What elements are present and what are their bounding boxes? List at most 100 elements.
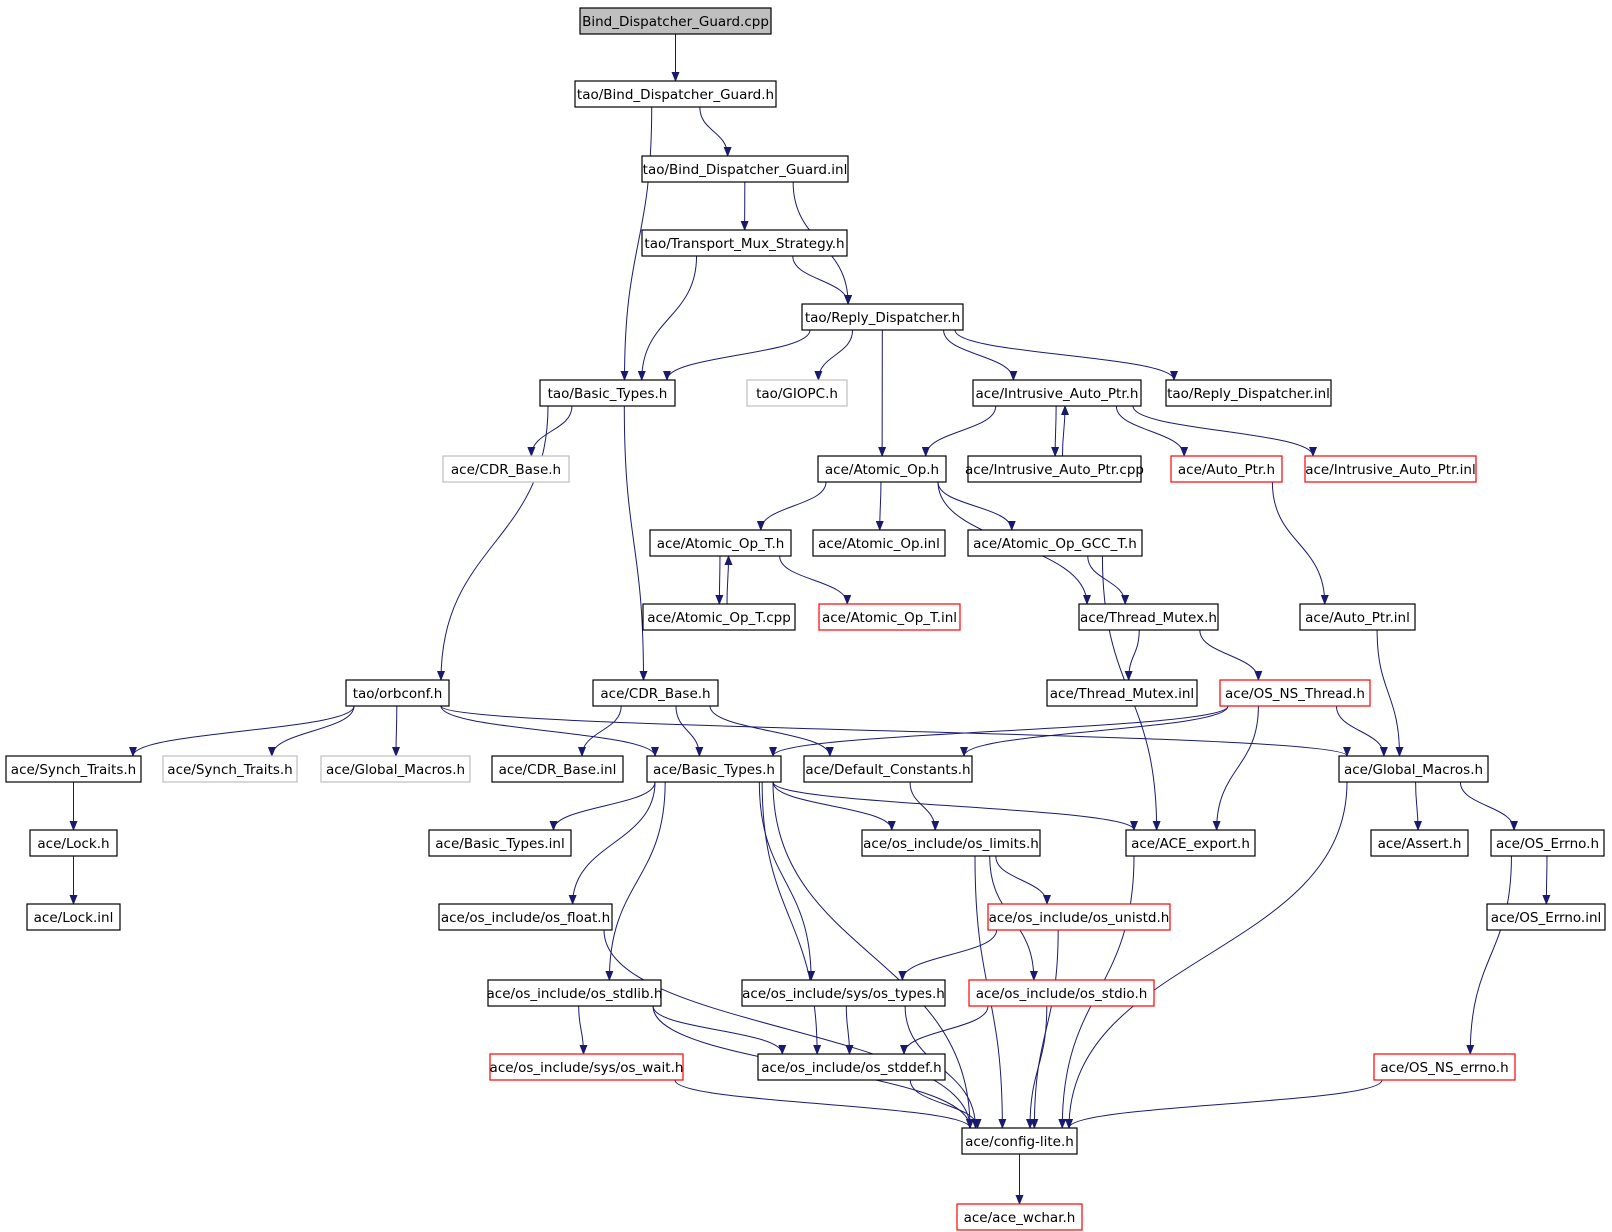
node-box[interactable] — [5, 755, 142, 783]
node-ace_iap_h[interactable]: ace/Intrusive_Auto_Ptr.h — [972, 379, 1142, 407]
node-ace_aopt_h[interactable]: ace/Atomic_Op_T.h — [649, 529, 792, 557]
node-ace_wait_h[interactable]: ace/os_include/sys/os_wait.h — [489, 1053, 684, 1081]
node-ace_autoptr_inl[interactable]: ace/Auto_Ptr.inl — [1299, 603, 1416, 631]
node-box[interactable] — [972, 379, 1142, 407]
node-box[interactable] — [746, 379, 848, 407]
node-box[interactable] — [646, 755, 782, 783]
node-ace_iap_cpp[interactable]: ace/Intrusive_Auto_Ptr.cpp — [965, 455, 1144, 483]
node-box[interactable] — [487, 979, 662, 1007]
node-ace_tm_h[interactable]: ace/Thread_Mutex.h — [1078, 603, 1219, 631]
node-box[interactable] — [26, 903, 121, 931]
node-box[interactable] — [162, 755, 298, 783]
node-box[interactable] — [1046, 679, 1198, 707]
node-box[interactable] — [438, 903, 613, 931]
node-ace_stdlib_h[interactable]: ace/os_include/os_stdlib.h — [487, 979, 663, 1007]
node-ace_st_h_gray[interactable]: ace/Synch_Traits.h — [162, 755, 298, 783]
node-bind_cpp[interactable]: Bind_Dispatcher_Guard.cpp — [579, 7, 772, 35]
node-ace_osnsthread_h[interactable]: ace/OS_NS_Thread.h — [1219, 679, 1371, 707]
node-box[interactable] — [320, 755, 471, 783]
node-box[interactable] — [968, 979, 1155, 1007]
node-box[interactable] — [1125, 829, 1256, 857]
node-ace_unistd_h[interactable]: ace/os_include/os_unistd.h — [987, 903, 1171, 931]
node-ace_systypes_h[interactable]: ace/os_include/sys/os_types.h — [741, 979, 946, 1007]
node-ace_aop_inl[interactable]: ace/Atomic_Op.inl — [812, 529, 946, 557]
node-box[interactable] — [987, 903, 1171, 931]
node-box[interactable] — [1338, 755, 1489, 783]
node-ace_cdrb_inl[interactable]: ace/CDR_Base.inl — [491, 755, 624, 783]
node-ace_iap_inl[interactable]: ace/Intrusive_Auto_Ptr.inl — [1304, 455, 1477, 483]
node-box[interactable] — [489, 1053, 684, 1081]
node-ace_osnserrno_h[interactable]: ace/OS_NS_errno.h — [1373, 1053, 1516, 1081]
node-ace_export_h[interactable]: ace/ACE_export.h — [1125, 829, 1256, 857]
node-tao_giopc_h[interactable]: tao/GIOPC.h — [746, 379, 848, 407]
node-tao_bdg_h[interactable]: tao/Bind_Dispatcher_Guard.h — [574, 80, 777, 108]
node-box[interactable] — [956, 1203, 1083, 1231]
node-box[interactable] — [1304, 455, 1477, 483]
node-ace_aopgcc_h[interactable]: ace/Atomic_Op_GCC_T.h — [967, 529, 1143, 557]
node-box[interactable] — [428, 829, 572, 857]
node-box[interactable] — [29, 829, 118, 857]
node-box[interactable] — [642, 603, 796, 631]
node-ace_dc_h[interactable]: ace/Default_Constants.h — [803, 755, 973, 783]
node-box[interactable] — [345, 679, 450, 707]
node-box[interactable] — [1165, 379, 1332, 407]
node-box[interactable] — [741, 979, 946, 1007]
node-ace_lock_h[interactable]: ace/Lock.h — [29, 829, 118, 857]
node-box[interactable] — [818, 603, 961, 631]
node-ace_gm_h_gray[interactable]: ace/Global_Macros.h — [320, 755, 471, 783]
node-box[interactable] — [1170, 455, 1283, 483]
node-box[interactable] — [1490, 829, 1605, 857]
node-ace_bt_inl[interactable]: ace/Basic_Types.inl — [428, 829, 572, 857]
node-box[interactable] — [1299, 603, 1416, 631]
node-box[interactable] — [1373, 1053, 1516, 1081]
node-tao_bt_h[interactable]: tao/Basic_Types.h — [539, 379, 676, 407]
node-box[interactable] — [757, 1053, 946, 1081]
node-ace_tm_inl[interactable]: ace/Thread_Mutex.inl — [1046, 679, 1198, 707]
node-box[interactable] — [967, 529, 1143, 557]
node-ace_wchar_h[interactable]: ace/ace_wchar.h — [956, 1203, 1083, 1231]
node-ace_oserrno_inl[interactable]: ace/OS_Errno.inl — [1486, 903, 1606, 931]
node-tao_rd_h[interactable]: tao/Reply_Dispatcher.h — [801, 303, 964, 331]
node-ace_cdrb_h[interactable]: ace/CDR_Base.h — [592, 679, 719, 707]
node-box[interactable] — [1486, 903, 1606, 931]
node-box[interactable] — [961, 1127, 1078, 1155]
node-box[interactable] — [801, 303, 964, 331]
node-box[interactable] — [817, 455, 947, 483]
node-ace_stddef_h[interactable]: ace/os_include/os_stddef.h — [757, 1053, 946, 1081]
node-box[interactable] — [579, 7, 772, 35]
node-ace_aopt_inl[interactable]: ace/Atomic_Op_T.inl — [818, 603, 961, 631]
node-tao_bdg_inl[interactable]: tao/Bind_Dispatcher_Guard.inl — [641, 155, 849, 183]
node-ace_lock_inl[interactable]: ace/Lock.inl — [26, 903, 121, 931]
node-box[interactable] — [442, 455, 570, 483]
node-box[interactable] — [812, 529, 946, 557]
node-box[interactable] — [641, 229, 848, 257]
node-tao_tms_h[interactable]: tao/Transport_Mux_Strategy.h — [641, 229, 848, 257]
node-ace_st_h[interactable]: ace/Synch_Traits.h — [5, 755, 142, 783]
node-ace_assert_h[interactable]: ace/Assert.h — [1370, 829, 1469, 857]
node-box[interactable] — [1078, 603, 1219, 631]
node-box[interactable] — [967, 455, 1142, 483]
node-ace_gm_h[interactable]: ace/Global_Macros.h — [1338, 755, 1489, 783]
node-ace_limits_h[interactable]: ace/os_include/os_limits.h — [861, 829, 1041, 857]
node-ace_bt_h[interactable]: ace/Basic_Types.h — [646, 755, 782, 783]
node-ace_aop_h[interactable]: ace/Atomic_Op.h — [817, 455, 947, 483]
node-ace_stdio_h[interactable]: ace/os_include/os_stdio.h — [968, 979, 1155, 1007]
node-box[interactable] — [574, 80, 777, 108]
node-ace_float_h[interactable]: ace/os_include/os_float.h — [438, 903, 613, 931]
node-ace_configlite_h[interactable]: ace/config-lite.h — [961, 1127, 1078, 1155]
node-tao_rd_inl[interactable]: tao/Reply_Dispatcher.inl — [1165, 379, 1332, 407]
node-box[interactable] — [539, 379, 676, 407]
node-ace_cdrb_h_gray[interactable]: ace/CDR_Base.h — [442, 455, 570, 483]
node-ace_oserrno_h[interactable]: ace/OS_Errno.h — [1490, 829, 1605, 857]
node-box[interactable] — [649, 529, 792, 557]
node-ace_aopt_cpp[interactable]: ace/Atomic_Op_T.cpp — [642, 603, 796, 631]
node-ace_autoptr_h[interactable]: ace/Auto_Ptr.h — [1170, 455, 1283, 483]
node-box[interactable] — [641, 155, 849, 183]
node-box[interactable] — [1219, 679, 1371, 707]
node-box[interactable] — [1370, 829, 1469, 857]
node-box[interactable] — [861, 829, 1041, 857]
node-box[interactable] — [592, 679, 719, 707]
node-tao_orbconf_h[interactable]: tao/orbconf.h — [345, 679, 450, 707]
node-box[interactable] — [803, 755, 973, 783]
node-box[interactable] — [491, 755, 624, 783]
